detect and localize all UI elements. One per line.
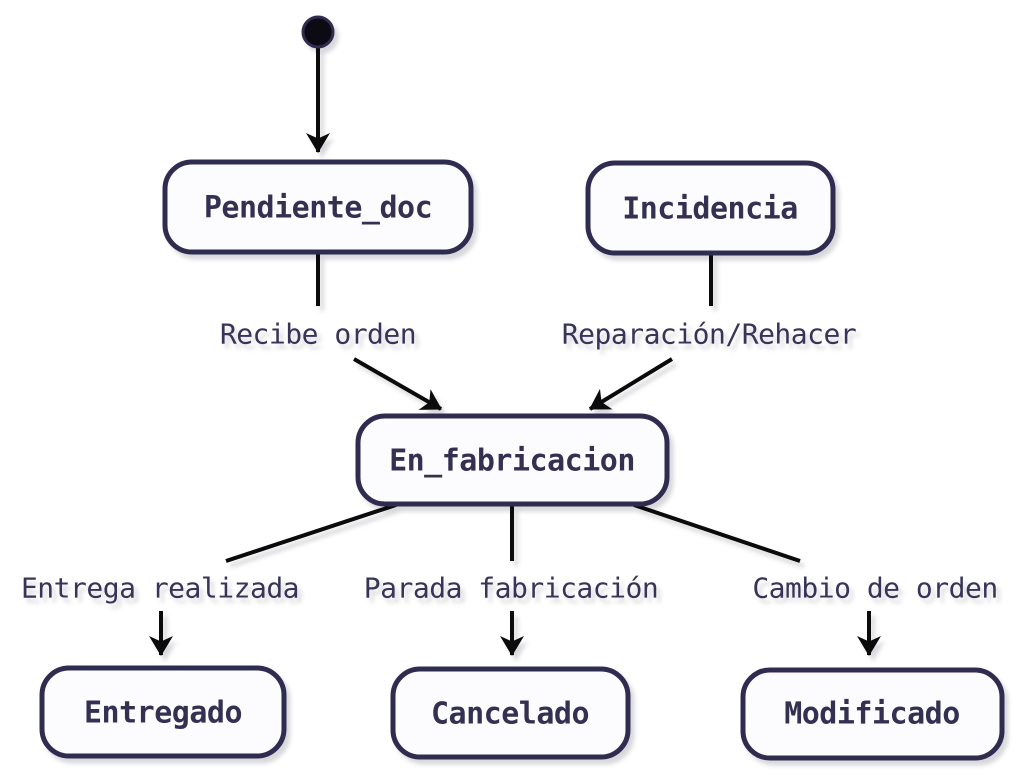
state-box-incidencia	[585, 160, 836, 256]
edge-label-entrega-realizada: Entrega realizada	[21, 572, 299, 605]
state-label-en-fabricacion: En_fabricacion	[389, 444, 635, 479]
edge-label-reparacion-rehacer: Reparación/Rehacer	[562, 318, 856, 351]
state-node-entregado: Entregado	[39, 665, 287, 759]
edge-label-recibe-orden: Recibe orden	[220, 318, 416, 351]
state-box-pendiente-doc	[162, 159, 474, 255]
edge-en-fabricacion-to-entrega-label	[225, 503, 397, 563]
state-box-cancelado	[390, 666, 631, 760]
state-node-incidencia: Incidencia	[585, 160, 836, 256]
initial-state-node	[301, 15, 335, 49]
edge-label-parada-fabricacion: Parada fabricación	[364, 572, 658, 605]
edge-reparacion-to-en-fabricacion	[588, 357, 674, 411]
state-label-incidencia: Incidencia	[622, 192, 798, 227]
state-label-modificado: Modificado	[784, 697, 960, 732]
state-box-en-fabricacion	[355, 413, 670, 507]
edge-label-cambio-de-orden: Cambio de orden	[752, 572, 997, 605]
state-label-entregado: Entregado	[84, 696, 242, 731]
state-node-pendiente-doc: Pendiente_doc	[162, 159, 474, 255]
state-node-cancelado: Cancelado	[390, 666, 631, 760]
state-node-modificado: Modificado	[740, 667, 1005, 761]
state-label-pendiente-doc: Pendiente_doc	[204, 191, 432, 226]
edge-en-fabricacion-to-cambio-label	[633, 503, 801, 563]
state-node-en-fabricacion: En_fabricacion	[355, 413, 670, 507]
state-box-entregado	[39, 665, 287, 759]
state-box-modificado	[740, 667, 1005, 761]
edge-recibe-orden-to-en-fabricacion	[353, 357, 442, 411]
state-label-cancelado: Cancelado	[431, 697, 589, 732]
